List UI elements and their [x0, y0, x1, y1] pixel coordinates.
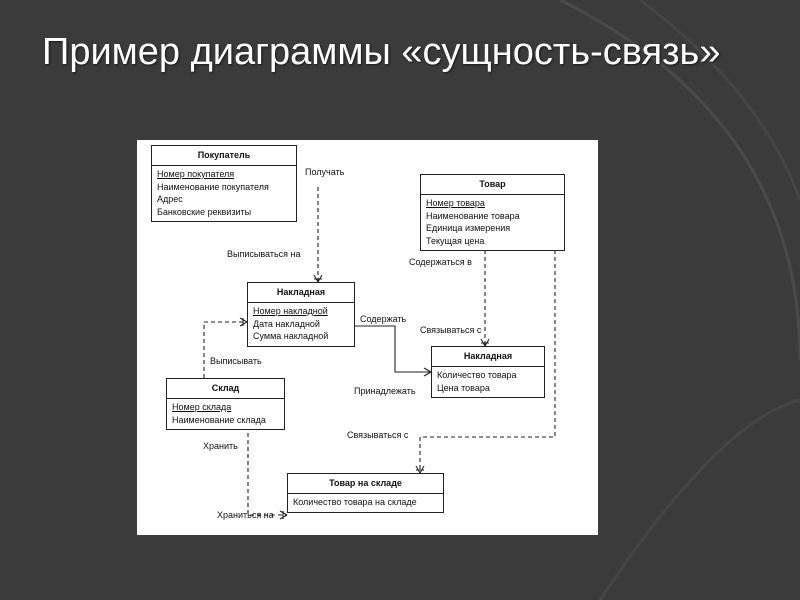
entity-title: Покупатель [152, 146, 296, 166]
entity-title: Товар [421, 175, 564, 195]
rel-label-soderzhat: Содержать [360, 314, 407, 324]
connector-lines [203, 187, 556, 520]
rel-label-svyazyvatsya-s-2: Связываться с [347, 430, 409, 440]
rel-label-hranitsya-na: Храниться на [217, 510, 274, 520]
link-nakladnaya-line [355, 325, 431, 373]
attribute: Текущая цена [426, 235, 485, 246]
rel-label-vypisyvat: Выписывать [210, 356, 262, 366]
entity-title: Склад [167, 379, 284, 399]
entity-nakladnaya-line: Накладная Количество товара Цена товара [431, 346, 545, 398]
attribute: Номер накладной [253, 306, 328, 316]
attribute: Количество товара [437, 370, 517, 380]
link-tovar-stock [419, 250, 556, 473]
entity-nakladnaya: Накладная Номер накладной Дата накладной… [247, 282, 355, 347]
attribute: Сумма накладной [253, 331, 329, 341]
rel-label-prinadlezhat: Принадлежать [354, 386, 416, 396]
entity-title: Товар на складе [288, 474, 443, 494]
attribute: Номер товара [426, 198, 485, 208]
link-sklad-stock [247, 433, 287, 516]
attribute: Наименование склада [172, 414, 266, 425]
attribute: Дата накладной [253, 318, 320, 329]
rel-label-poluchat: Получать [305, 167, 345, 177]
entity-sklad: Склад Номер склада Наименование склада [166, 378, 285, 430]
attribute: Номер склада [172, 402, 232, 412]
er-diagram: Покупатель Номер покупателя Наименование… [137, 140, 598, 535]
rel-label-svyazyvatsya-s-1: Связываться с [420, 325, 482, 335]
slide-title: Пример диаграммы «сущность-связь» [42, 31, 721, 73]
link-sklad-nakladnaya [203, 321, 247, 378]
attribute: Единица измерения [426, 223, 511, 233]
entity-tovar-na-sklade: Товар на складе Количество товара на скл… [287, 473, 444, 513]
rel-label-hranit: Хранить [203, 441, 238, 451]
attribute: Количество товара на складе [293, 497, 417, 507]
entity-tovar: Товар Номер товара Наименование товара Е… [420, 174, 565, 251]
entity-pokupatel: Покупатель Номер покупателя Наименование… [151, 145, 297, 222]
attribute: Номер покупателя [157, 169, 235, 179]
attribute: Наименование покупателя [157, 181, 269, 192]
entity-title: Накладная [248, 283, 354, 303]
rel-label-vypisyvatsya-na: Выписываться на [227, 249, 301, 259]
entity-title: Накладная [432, 347, 544, 367]
attribute: Банковские реквизиты [157, 206, 252, 217]
attribute: Наименование товара [426, 210, 520, 221]
attribute: Адрес [157, 194, 183, 204]
attribute: Цена товара [437, 382, 490, 393]
rel-label-soderzhatsya-v: Содержаться в [409, 257, 472, 267]
